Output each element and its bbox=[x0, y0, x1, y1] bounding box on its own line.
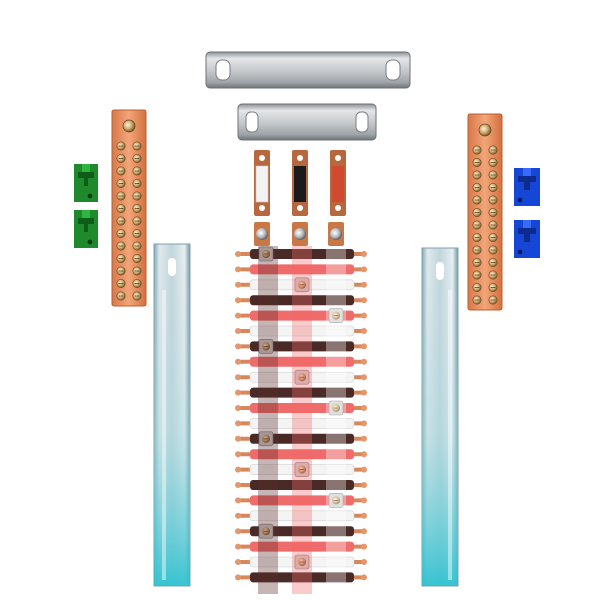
bus-insulator-icon bbox=[249, 325, 355, 337]
bus-jumper-white-icon bbox=[254, 150, 270, 216]
bus-insulator-icon bbox=[250, 480, 354, 490]
bus-spine-icon bbox=[258, 246, 278, 594]
ground-bar-right-icon bbox=[467, 113, 503, 311]
bus-spine-icon bbox=[326, 246, 346, 594]
bus-insulator-icon bbox=[250, 295, 354, 306]
bus-insulator-icon bbox=[250, 449, 354, 460]
bus-insulator-icon bbox=[250, 249, 354, 259]
bus-insulator-icon bbox=[249, 418, 355, 429]
bus-insulator-icon bbox=[250, 526, 354, 537]
bus-insulator-icon bbox=[250, 387, 354, 398]
bus-spine-icon bbox=[292, 246, 312, 594]
bus-insulator-icon bbox=[250, 433, 354, 444]
blue-terminal-block-icon bbox=[514, 168, 540, 206]
bus-insulator-icon bbox=[250, 572, 354, 583]
ground-bar-left-icon bbox=[111, 109, 147, 307]
steel-bracket-icon-bottom bbox=[237, 103, 377, 141]
bus-insulator-icon bbox=[250, 541, 354, 552]
bus-insulator-icon bbox=[250, 495, 354, 506]
din-rail-right-icon bbox=[421, 247, 459, 587]
green-terminal-block-icon bbox=[74, 210, 98, 248]
bus-insulator-icon bbox=[250, 264, 354, 275]
breaker-bus-icon bbox=[235, 222, 367, 594]
bus-insulator-icon bbox=[250, 403, 354, 413]
bus-insulator-icon bbox=[250, 356, 354, 367]
bus-insulator-icon bbox=[249, 510, 355, 522]
steel-bracket-icon-top bbox=[205, 51, 411, 89]
bus-insulator-icon bbox=[250, 310, 354, 321]
blue-terminal-block-icon bbox=[514, 220, 540, 258]
bus-jumper-black-icon bbox=[292, 150, 308, 216]
bus-jumper-red-icon bbox=[330, 150, 346, 216]
bus-insulator-icon bbox=[250, 341, 354, 352]
din-rail-left-icon bbox=[153, 243, 191, 587]
green-terminal-block-icon bbox=[74, 164, 98, 202]
